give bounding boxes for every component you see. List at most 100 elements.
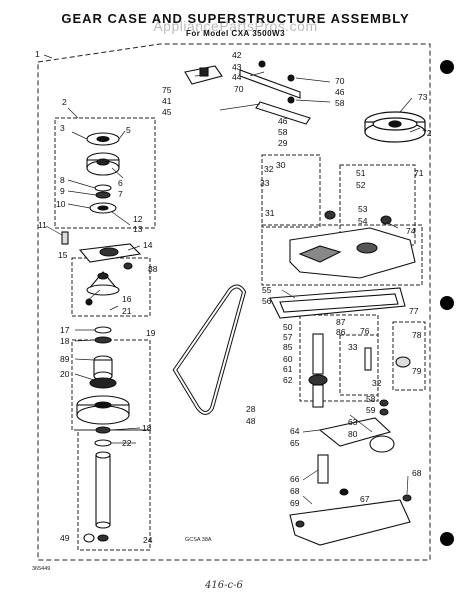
- callout-29: 29: [278, 138, 288, 148]
- gear-80: [369, 435, 395, 453]
- callout-78: 78: [412, 330, 422, 340]
- washer-18b: [95, 426, 111, 434]
- callout-88: 88: [148, 264, 158, 274]
- callout-48: 48: [246, 416, 256, 426]
- callout-70: 70: [234, 84, 244, 94]
- callout-74: 74: [406, 226, 416, 236]
- callout-43: 43: [232, 62, 242, 72]
- model-subtitle: For Model CXA 3500W3: [185, 29, 286, 38]
- watermark: AppliancePartsPros.com: [153, 18, 318, 34]
- bearing-22: [94, 439, 112, 447]
- callout-5: 5: [126, 125, 131, 135]
- callout-85: 85: [283, 342, 293, 352]
- callout-22: 22: [122, 438, 132, 448]
- callout-65: 65: [290, 438, 300, 448]
- callout-68-right: 68: [412, 468, 422, 478]
- washer-9: [95, 191, 111, 199]
- shaft-62: [312, 384, 324, 408]
- callout-41: 41: [162, 96, 172, 106]
- callout-59: 59: [366, 405, 376, 415]
- callout-14: 14: [143, 240, 153, 250]
- callout-3: 3: [60, 123, 65, 133]
- pin-32: [364, 347, 372, 371]
- callout-6: 6: [118, 178, 123, 188]
- callout-66: 66: [290, 474, 300, 484]
- callout-71: 71: [414, 168, 424, 178]
- screw-88: [123, 262, 133, 270]
- callout-9: 9: [60, 186, 65, 196]
- callout-53: 53: [358, 204, 368, 214]
- lever-46: [255, 101, 311, 125]
- callout-8: 8: [60, 175, 65, 185]
- callout-19: 19: [146, 328, 156, 338]
- binder-hole: [440, 60, 454, 74]
- drive-belt-28: [172, 284, 247, 415]
- spring-60: [312, 333, 324, 375]
- callout-51: 51: [356, 168, 366, 178]
- callout-50: 50: [283, 322, 293, 332]
- bearing-20: [89, 377, 117, 389]
- callout-46-lower: 46: [278, 116, 288, 126]
- callout-77: 77: [409, 306, 419, 316]
- callout-76: 76: [360, 326, 370, 336]
- callout-30: 30: [276, 160, 286, 170]
- callout-63: 63: [348, 417, 358, 427]
- callout-64: 64: [290, 426, 300, 436]
- washer-17: [94, 326, 112, 334]
- box-group-33: [339, 334, 379, 396]
- box-group-78: [392, 321, 426, 391]
- callout-31: 31: [265, 208, 275, 218]
- washer-18: [94, 336, 112, 344]
- lever-45: [239, 69, 301, 99]
- gear-case-lower-69: [289, 499, 411, 546]
- callout-72: 72: [422, 128, 432, 138]
- part-79: [395, 356, 411, 368]
- assembly-boundary: [37, 43, 431, 561]
- callout-61: 61: [283, 364, 293, 374]
- callout-70-right: 70: [335, 76, 345, 86]
- binder-hole: [440, 296, 454, 310]
- box-gear-case-cover: [261, 224, 423, 286]
- callout-49: 49: [60, 533, 70, 543]
- callout-33: 33: [260, 178, 270, 188]
- callout-18: 18: [60, 336, 70, 346]
- callout-32-lower: 32: [372, 378, 382, 388]
- callout-62: 62: [283, 375, 293, 385]
- drawing-code: GCSA 38A: [185, 537, 212, 543]
- callout-54: 54: [358, 216, 368, 226]
- callout-18-lower: 18: [142, 423, 152, 433]
- callout-32: 32: [264, 164, 274, 174]
- callout-86: 86: [336, 327, 346, 337]
- callout-56: 56: [262, 296, 272, 306]
- callout-44: 44: [232, 72, 242, 82]
- callout-42: 42: [232, 50, 242, 60]
- callout-45: 45: [162, 107, 172, 117]
- callouts: 1 2 3 5 6 7 8 9 10 11 12 13 14 15 16 21 …: [35, 49, 432, 545]
- binder-hole: [440, 532, 454, 546]
- callout-58-lower: 58: [278, 127, 288, 137]
- box-group-24: [77, 429, 151, 551]
- callout-79: 79: [412, 366, 422, 376]
- callout-7: 7: [118, 189, 123, 199]
- callout-12: 12: [133, 214, 143, 224]
- lever-66: [317, 454, 329, 484]
- diagram-title: GEAR CASE AND SUPERSTRUCTURE ASSEMBLY: [61, 11, 410, 26]
- callout-21: 21: [122, 306, 132, 316]
- handwritten-note: 416-c-6: [205, 580, 243, 591]
- box-group-2: [54, 117, 156, 229]
- callout-13: 13: [133, 224, 143, 234]
- callout-87: 87: [336, 317, 346, 327]
- callout-67: 67: [360, 494, 370, 504]
- callout-11: 11: [38, 220, 47, 230]
- callout-46: 46: [335, 87, 345, 97]
- box-group-29: [261, 154, 321, 228]
- callout-75: 75: [162, 85, 172, 95]
- gear-case-upper-74: [289, 227, 416, 279]
- callout-52: 52: [356, 180, 366, 190]
- callout-89: 89: [60, 354, 70, 364]
- washer-8: [94, 184, 112, 192]
- callout-20: 20: [60, 369, 70, 379]
- callout-58-mid: 58: [366, 394, 376, 404]
- callout-24: 24: [143, 535, 153, 545]
